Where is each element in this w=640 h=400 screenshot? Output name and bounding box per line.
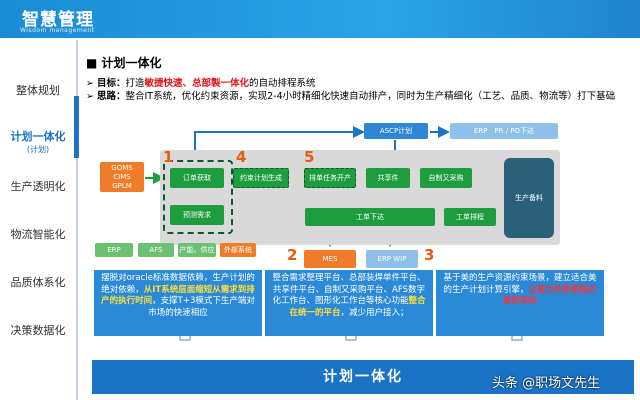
sidebar-active-indicator (74, 96, 79, 158)
shared-parts-box: 共享件 (366, 168, 410, 188)
aps-box: ASCP计划 (364, 123, 428, 139)
source-systems-box: GOMS CIMS GPLM (100, 162, 144, 192)
app-subtitle: Wisdom management (20, 27, 95, 34)
mes-box: MES (304, 250, 356, 268)
erp-pr-po-box: ERP PR / PO下达 (450, 123, 558, 139)
step-number-2: 2 (287, 246, 298, 264)
sidebar: 整体规划 计划一体化 (计划) 生产透明化 物流智能化 品质体系化 决策数据化 (0, 38, 76, 400)
order-selection-outline (163, 160, 233, 234)
capacity-supply-box: 产能、供应 (178, 243, 216, 257)
section-title: ■ 计划一体化 (86, 56, 162, 70)
sidebar-item-logistics[interactable]: 物流智能化 (10, 228, 66, 241)
sidebar-item-plan[interactable]: 计划一体化 (计划) (0, 128, 76, 155)
watermark: 头条 @职场文先生 (492, 376, 601, 391)
forecast-demand-box: 预测需求 (170, 205, 224, 225)
sidebar-item-decision[interactable]: 决策数据化 (10, 324, 66, 337)
card-plan-speed: 摆脱对oracle标准数据依赖，生产计划的绝对依赖，从IT系统层面缩短从需求到排… (94, 270, 262, 336)
card-constraint-engine: 基于美的生产资源约束场景，建立适合美的生产计划计算引擎，让能力约束更贴近美的实际 (436, 270, 604, 336)
bottom-banner: 计划一体化 (92, 360, 634, 394)
sidebar-item-quality[interactable]: 品质体系化 (10, 276, 66, 289)
erp-box: ERP (95, 243, 133, 257)
order-get-box: 订单获取 (170, 168, 224, 188)
goal-bullet: ➢ 目标：打造敏捷快速、总部製一体化的自动排程系统 (86, 78, 316, 89)
work-order-schedule-box: 工单排程 (444, 208, 496, 226)
erp-wip-box: ERP WIP (366, 250, 418, 268)
production-material-box: 生产备料 (504, 158, 554, 238)
sidebar-item-plan-sub: (计划) (26, 145, 50, 154)
step-number-5: 5 (304, 148, 315, 166)
afs-box: AFS (138, 243, 174, 257)
constraint-plan-box: 约束计划生成 (233, 168, 289, 188)
header-bar: 智慧管理 Wisdom management (0, 0, 640, 38)
idea-bullet: ➢ 思路：整合IT系统，优化约束资源，实现2-4小时精细化快速自动排产，同时为生… (86, 91, 616, 102)
work-order-issue-box: 工单下达 (305, 208, 435, 226)
sidebar-item-plan-label: 计划一体化 (10, 130, 66, 143)
app-title: 智慧管理 (22, 10, 94, 30)
step-number-4: 4 (236, 148, 247, 166)
card-platform-integration: 整合需求整理平台、总部装焊单件平台、共享件平台、自制又采购平台、AFS数字化工作… (265, 270, 433, 336)
sidebar-item-production[interactable]: 生产透明化 (10, 180, 66, 193)
self-made-box: 自制又采购 (420, 168, 472, 188)
step-number-1: 1 (163, 148, 174, 166)
step-number-3: 3 (424, 246, 435, 264)
external-system-box: 外部系统 (220, 243, 256, 257)
sidebar-divider (76, 40, 78, 400)
flow-diagram-bg (160, 150, 560, 245)
sidebar-item-overall[interactable]: 整体规划 (16, 84, 60, 97)
lane-task-box: 排单任务开产 (304, 168, 356, 188)
